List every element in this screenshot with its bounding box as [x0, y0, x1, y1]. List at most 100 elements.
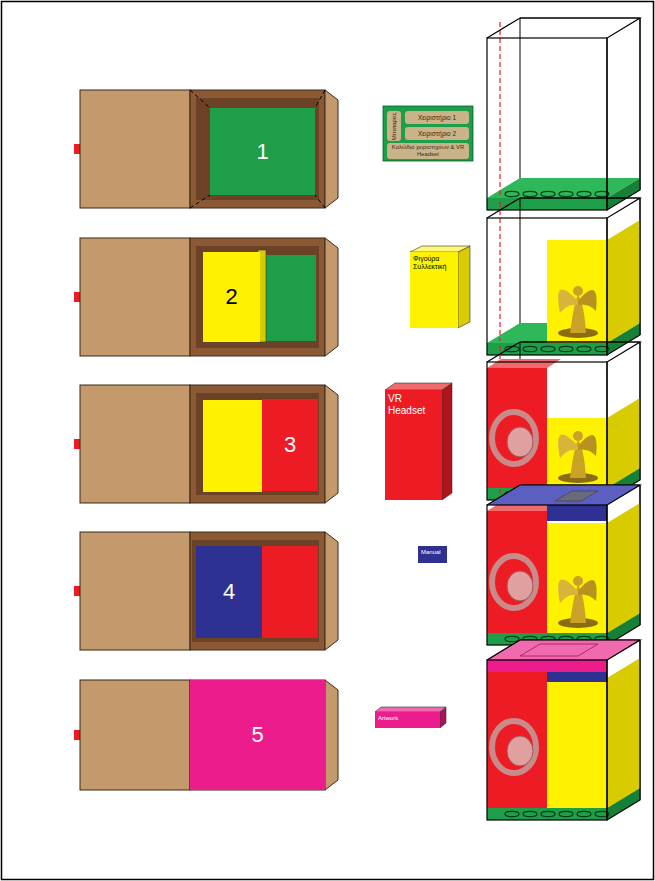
artwork-top: [487, 640, 640, 660]
headset-visor: [507, 736, 533, 766]
item-label: Χειριστήριο 2: [418, 130, 456, 137]
base-insert: [487, 808, 607, 820]
yellow-side: [607, 398, 640, 488]
box-edge: [487, 485, 640, 645]
end-flap: [325, 532, 338, 650]
box-front-edge: [487, 660, 607, 820]
end-flap: [325, 385, 338, 503]
tray: [190, 680, 325, 790]
tray-floor: [196, 393, 319, 495]
vr-headset-picture: [492, 721, 536, 773]
callout-number: 1: [256, 139, 268, 164]
base-insert: [487, 198, 607, 210]
vr-headset-picture: [492, 412, 536, 464]
item-card: Φιγούρα Συλλεκτική: [410, 252, 458, 328]
manual-top: [487, 640, 640, 660]
packing-view: [487, 198, 640, 355]
yellow-side: [607, 658, 640, 808]
fold-line: [190, 195, 210, 208]
pull-tab: [74, 439, 80, 449]
drawer-box: [74, 90, 338, 208]
red-insert: [487, 511, 547, 633]
insert-number: 1: [210, 108, 315, 195]
insert-number: 5: [190, 680, 325, 790]
fold-line: [190, 90, 210, 108]
tray-floor: [196, 246, 319, 348]
tray: [190, 385, 325, 503]
tray: [190, 238, 325, 356]
foam-pattern: [577, 811, 591, 816]
headset-strap: [492, 412, 536, 464]
yellow-side: [607, 503, 640, 633]
tray: [190, 90, 325, 208]
controller-tray-card: [383, 106, 473, 161]
box-edge: [487, 198, 640, 355]
headset-strap: [492, 556, 536, 608]
insert-number: 3: [262, 399, 318, 491]
foam-pattern: [577, 191, 591, 196]
drawer-box: [74, 385, 338, 503]
yellow-insert: [547, 523, 607, 633]
insert-number: 2: [203, 252, 260, 342]
headset-strap: [492, 721, 536, 773]
foam-pattern: [505, 811, 519, 816]
box-edge: [487, 640, 640, 820]
compartment-label: Χειριστήριο 2: [405, 127, 469, 140]
green-insert: [263, 255, 316, 341]
foam-pattern: [505, 191, 519, 196]
artwork-outline: [520, 644, 598, 656]
item-card: VR Headset: [385, 390, 442, 500]
collectible-figure: [558, 431, 598, 483]
base-insert: [487, 343, 607, 355]
lid-panel: [80, 680, 190, 790]
foam-pattern: [523, 346, 537, 351]
base-side: [607, 178, 640, 210]
collectible-figure: [558, 286, 598, 338]
pull-tab: [74, 292, 80, 302]
lid-panel: [80, 532, 190, 650]
headset-visor: [507, 427, 533, 457]
box-front-edge: [487, 505, 607, 645]
box-side: [442, 383, 452, 500]
foam-pattern: [559, 811, 573, 816]
packing-view: [487, 342, 640, 500]
foam-pattern: [577, 346, 591, 351]
tray: [190, 532, 325, 650]
yellow-insert: [547, 418, 607, 488]
yellow-insert: [203, 400, 262, 492]
figure-head: [573, 431, 583, 441]
vr-headset-picture: [492, 556, 536, 608]
item-label: Φιγούρα Συλλεκτική: [413, 255, 455, 271]
headset-visor: [507, 571, 533, 601]
foam-pattern: [541, 811, 555, 816]
compartment-label: Καλώδια χειριστηρίων & VR Headset: [387, 143, 469, 159]
drawer-box: [74, 238, 338, 356]
lid-panel: [80, 385, 190, 503]
end-flap: [325, 680, 338, 790]
foam-pattern: [559, 346, 573, 351]
foam-pattern: [541, 191, 555, 196]
pull-tab: [74, 730, 80, 740]
box-front-edge: [487, 218, 607, 355]
item-label: Artwork: [378, 715, 398, 722]
red-insert: [487, 666, 547, 808]
box-edge: [487, 342, 640, 500]
pull-tab: [74, 144, 80, 154]
drawer-box: [74, 532, 338, 650]
foam-pattern: [559, 191, 573, 196]
end-flap: [325, 238, 338, 356]
box-front-edge: [487, 362, 607, 500]
card-side: [458, 246, 470, 328]
callout-number: 5: [251, 722, 263, 747]
packing-view: [487, 485, 640, 645]
red-insert: [262, 546, 318, 638]
fold-line: [315, 195, 325, 208]
insert-number: 4: [196, 546, 262, 638]
yellow-insert: [547, 678, 607, 808]
item-label: Χειριστήριο 1: [418, 114, 456, 121]
item-label: VR Headset: [388, 393, 439, 416]
